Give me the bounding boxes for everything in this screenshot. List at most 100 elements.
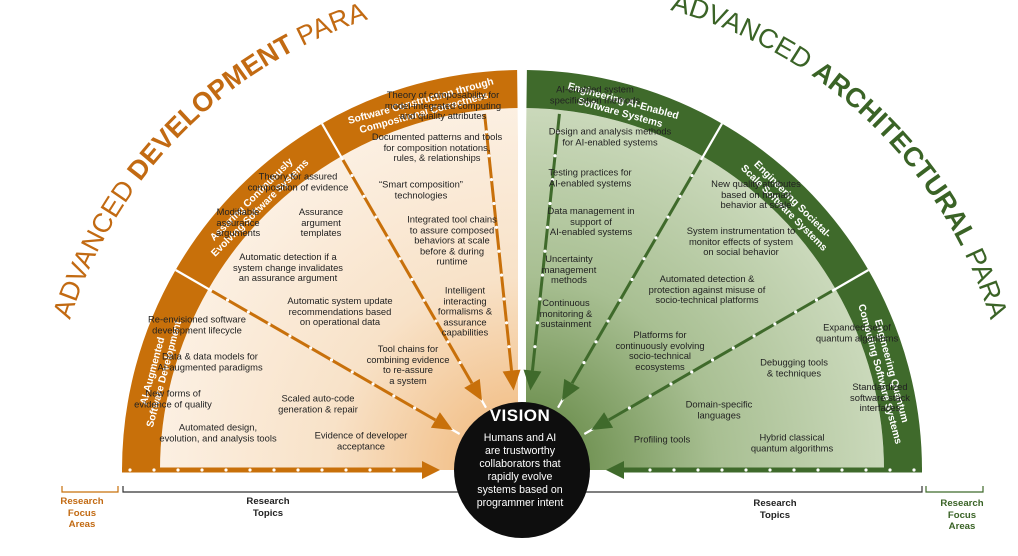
- arrow-base-right-dot: [744, 468, 748, 472]
- legend-left-focus-areas: Research Focus Areas: [60, 496, 104, 530]
- arrow-r3-dot: [794, 310, 798, 314]
- arrow-l2-dot: [410, 277, 414, 282]
- vision-circle: [454, 402, 590, 538]
- arrow-base-right-dot: [816, 468, 820, 472]
- arrow-l1-head: [430, 412, 453, 430]
- topic-argument-templates: Assurance argument templates: [298, 206, 344, 239]
- right-half-fill: [522, 108, 884, 471]
- topic-continuous-monitoring: Continuous monitoring & sustainment: [539, 297, 593, 330]
- arrow-base-left-dot: [344, 468, 348, 472]
- arrow-r3-dot: [814, 298, 819, 302]
- arrow-l1-dot: [225, 298, 230, 302]
- arrow-l2-dot: [350, 173, 354, 178]
- left-title-suffix: PARADIGMS: [0, 0, 370, 55]
- arrow-r3-head: [591, 412, 614, 430]
- arrow-r3-dot: [710, 358, 715, 362]
- arrow-r1-dot: [545, 225, 550, 229]
- topic-modifiable-arguments: Modifiable assurance arguments: [215, 206, 261, 239]
- arrow-r2-dot: [666, 215, 670, 219]
- arrow-base-left-dot: [320, 468, 324, 472]
- arrow-base-left-dot: [128, 468, 132, 472]
- arrow-r1-dot: [535, 321, 540, 325]
- arrow-base-left-dot: [368, 468, 372, 472]
- focus-band-left-1: [122, 270, 209, 470]
- topic-data-management: Data management in support of AI-enabled…: [547, 205, 635, 238]
- topic-design-analysis-methods: Design and analysis methods for AI-enabl…: [548, 125, 672, 147]
- topic-documented-patterns: Documented patterns and tools for compos…: [371, 131, 503, 164]
- arrow-base-right-dot: [912, 468, 916, 472]
- topic-specification-methods: AI-enabled system specification methods: [549, 83, 641, 105]
- arrow-base-right-dot: [768, 468, 772, 472]
- arrow-base-left-dot: [248, 468, 252, 472]
- arrow-r2-dot: [642, 257, 646, 261]
- arrow-base-left-dot: [296, 468, 300, 472]
- arrow-r3-dot: [648, 394, 652, 398]
- arrow-l1-dot: [267, 322, 271, 326]
- focus-band-left-2: [175, 123, 341, 289]
- arrow-l2-dot: [374, 215, 378, 219]
- arrow-r3-dot: [773, 322, 777, 326]
- arrow-l2-dot: [434, 319, 438, 323]
- left-title-prefix: ADVANCED: [47, 168, 145, 322]
- topic-update-recommendations: Automatic system update recommendations …: [287, 295, 393, 328]
- right-title-prefix: ADVANCED: [668, 0, 824, 80]
- topic-integrated-tool-chains: Integrated tool chains to assure compose…: [407, 213, 497, 267]
- arrow-l1-dot: [371, 382, 375, 386]
- arrow-base-right-dot: [720, 468, 724, 472]
- topic-intelligent-formalisms: Intelligent interacting formalisms & ass…: [437, 284, 493, 338]
- arrow-r2-dot: [582, 361, 586, 365]
- bracket-left-topics: [122, 486, 471, 493]
- arrow-l2-dot: [422, 298, 426, 302]
- arrow-base-left-dot: [152, 468, 156, 472]
- arrow-l2-dot: [458, 361, 462, 365]
- arrow-l3-dot: [502, 297, 506, 301]
- arrow-base-left-dot: [200, 468, 204, 472]
- arrow-l3-dot: [489, 177, 494, 182]
- topic-hybrid-algorithms: Hybrid classical quantum algorithms: [750, 431, 834, 453]
- focus-band-right-2: [703, 123, 869, 289]
- left-half-fill: [160, 108, 522, 471]
- topic-automated-design: Automated design, evolution, and analysi…: [159, 421, 277, 443]
- arrow-base-right-dot: [864, 468, 868, 472]
- vision-statement: Humans and AI are trustworthy collaborat…: [476, 432, 564, 509]
- topic-quantum-algorithms: Expanded set of quantum algorithms: [815, 321, 899, 343]
- arrow-r2-head: [562, 378, 580, 401]
- arrow-r2-dot: [654, 236, 658, 240]
- arrow-l3-dot: [487, 154, 491, 158]
- arrow-l3-dot: [494, 225, 499, 229]
- focus-band-left-3: [322, 70, 518, 157]
- arrow-base-left-dot: [272, 468, 276, 472]
- focus-band-right-3: [835, 270, 922, 470]
- arrow-r3-dot: [752, 334, 756, 338]
- topic-quality-attributes: New quality attributes based on human be…: [711, 178, 801, 211]
- arrow-l2-dot: [398, 257, 402, 261]
- arrow-l2-head: [464, 378, 482, 401]
- vision-title: VISION: [489, 406, 551, 425]
- arrow-base-right-head: [606, 461, 624, 479]
- arrow-r1-dot: [533, 345, 537, 349]
- arrow-base-right-dot: [840, 468, 844, 472]
- arrow-l1-dot: [246, 310, 250, 314]
- topic-data-models: Data & data models for AI-augmented para…: [157, 350, 263, 372]
- arrow-r2-dot: [690, 173, 694, 178]
- arrow-r3-dot: [669, 382, 673, 386]
- arrow-l2-dot: [362, 194, 366, 198]
- topic-debugging-tools: Debugging tools & techniques: [760, 356, 828, 378]
- arrow-r1-dot: [555, 130, 560, 134]
- arrow-r3-dot: [731, 346, 735, 350]
- arrow-l3-dot: [504, 321, 509, 325]
- arrow-l1-dot: [309, 346, 313, 350]
- arrow-l3-dot: [497, 249, 501, 253]
- arrow-base-left-dot: [224, 468, 228, 472]
- topic-system-instrumentation: System instrumentation to monitor effect…: [686, 225, 796, 258]
- legend-right-focus-areas: Research Focus Areas: [940, 498, 984, 532]
- arrow-l3-dot: [492, 201, 496, 206]
- topic-uncertainty-management: Uncertainty management methods: [541, 253, 597, 286]
- arrow-r1-dot: [548, 201, 552, 206]
- topic-smart-composition: “Smart composition” technologies: [379, 178, 463, 200]
- arrow-base-right-dot: [696, 468, 700, 472]
- arrow-base-left-head: [422, 461, 440, 479]
- topic-tool-chains-evidence: Tool chains for combining evidence to re…: [366, 342, 450, 386]
